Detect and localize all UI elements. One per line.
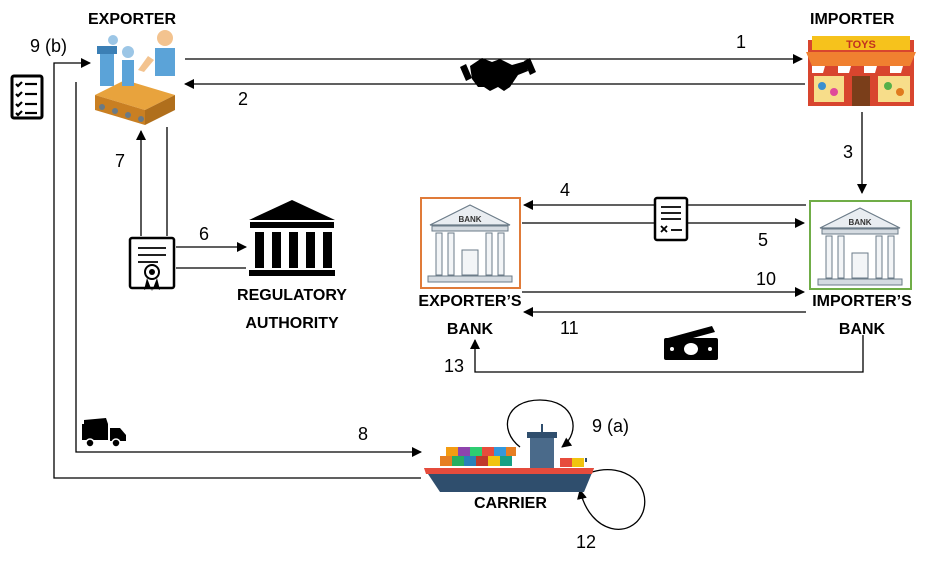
step-label-1: 1 — [736, 32, 747, 52]
step-label-6: 6 — [199, 224, 210, 244]
regulatory-authority-icon — [249, 200, 335, 276]
importer-label: IMPORTER — [810, 11, 895, 28]
carrier-label: CARRIER — [474, 495, 547, 512]
step-label-2: 2 — [238, 89, 249, 109]
arrow-step-12 — [577, 469, 646, 530]
truck-icon — [82, 418, 126, 448]
arrow-step-8 — [75, 82, 422, 457]
exporters-bank-sign: BANK — [458, 215, 481, 224]
step-label-11: 11 — [560, 318, 579, 338]
step-label-9b: 9 (b) — [30, 36, 68, 56]
handshake-icon — [460, 58, 536, 91]
document-icon — [653, 196, 689, 242]
step-label-7: 7 — [115, 151, 126, 171]
exporters-bank-label: EXPORTER’S BANK — [410, 288, 530, 344]
exporters-bank-icon: BANK — [420, 197, 521, 289]
step-label-5: 5 — [758, 230, 769, 250]
importers-bank-label-line2: BANK — [838, 321, 886, 338]
regulatory-authority-label-line1: REGULATORY — [237, 287, 347, 304]
step-label-3: 3 — [843, 142, 854, 162]
certificate-icon — [128, 236, 176, 291]
regulatory-authority-label: REGULATORY AUTHORITY — [232, 282, 352, 338]
exporters-bank-label-line1: EXPORTER’S — [418, 293, 522, 310]
step-label-12: 12 — [576, 532, 597, 552]
step-label-13: 13 — [444, 356, 465, 376]
step-label-8: 8 — [358, 424, 369, 444]
importer-shop-icon: TOYS — [806, 36, 916, 106]
importers-bank-label-line1: IMPORTER’S — [812, 293, 912, 310]
step-label-10: 10 — [756, 269, 777, 289]
shop-sign: TOYS — [846, 39, 876, 51]
regulatory-authority-label-line2: AUTHORITY — [245, 315, 339, 332]
importers-bank-icon: BANK — [809, 200, 912, 290]
importers-bank-sign: BANK — [848, 218, 871, 227]
money-icon — [664, 326, 718, 360]
exporters-bank-label-line2: BANK — [446, 321, 494, 338]
arrow-step-9a — [506, 399, 574, 448]
exporter-label: EXPORTER — [88, 11, 177, 28]
exporter-icon — [95, 30, 175, 125]
step-label-9a: 9 (a) — [592, 416, 630, 436]
checklist-icon — [10, 74, 44, 120]
arrow-step-13 — [470, 335, 864, 373]
step-label-4: 4 — [560, 180, 571, 200]
importers-bank-label: IMPORTER’S BANK — [802, 288, 922, 344]
carrier-ship-icon — [424, 424, 594, 492]
arrow-step-9b — [53, 58, 421, 479]
